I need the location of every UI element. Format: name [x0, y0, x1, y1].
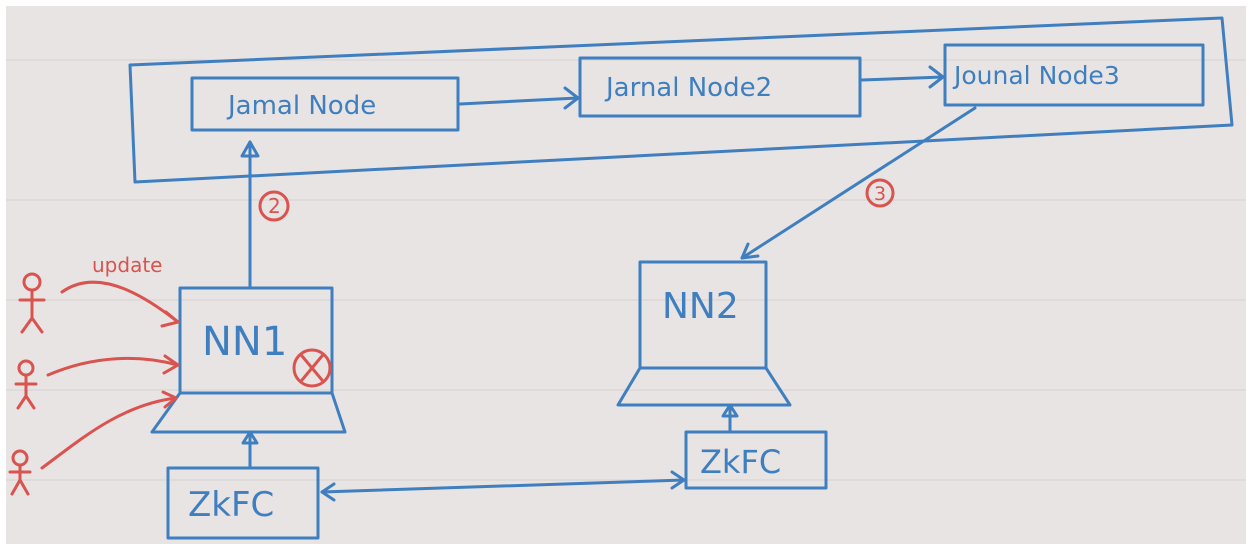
update-arrow-2 — [46, 356, 180, 377]
arrow-jn2-to-jn3-head — [928, 65, 945, 89]
journal-node-3-box — [943, 43, 1205, 107]
journal-node-1-label: Jamal Node — [226, 91, 376, 121]
nn1-failure-cross — [300, 354, 324, 382]
arrow-jn3-to-nn2-head — [740, 242, 760, 260]
arrow-zkfc1-to-nn1-head — [241, 430, 259, 445]
nn1-failure-mark — [292, 348, 332, 388]
step-3-label: 3 — [874, 183, 886, 205]
update-arrow-3 — [40, 396, 178, 470]
nn1-label: NN1 — [202, 319, 287, 365]
step-2-label: 2 — [268, 194, 281, 218]
arrow-nn1-to-jn1-head — [240, 140, 260, 158]
zkfc-1-label: ZkFC — [188, 485, 274, 525]
client-1-figure — [18, 272, 46, 334]
client-2-figure — [14, 359, 38, 410]
nn2-base — [616, 366, 792, 407]
zkfc-1-box — [166, 466, 320, 540]
update-arrow-1-head — [160, 310, 180, 328]
nn2-monitor — [638, 260, 768, 370]
journal-node-2-box — [578, 56, 862, 118]
zkfc-2-label: ZkFC — [700, 443, 781, 481]
arrow-zkfc1-zkfc2-head-right — [670, 470, 686, 490]
update-label: update — [92, 253, 162, 277]
client-3-figure — [8, 449, 32, 496]
step-2-circle — [258, 190, 290, 222]
arrow-zkfc2-to-nn2-head — [721, 403, 739, 418]
journal-node-1-box — [190, 76, 460, 132]
nn1-monitor — [178, 286, 334, 395]
journal-node-3-label: Jounal Node3 — [952, 61, 1120, 90]
journal-cluster-container — [128, 16, 1234, 184]
arrow-jn3-to-nn2 — [740, 106, 977, 260]
step-3-circle — [865, 178, 895, 208]
nn2-label: NN2 — [662, 286, 739, 327]
paper-background — [6, 6, 1246, 544]
zkfc-2-box — [684, 430, 828, 490]
update-arrow-2-head — [162, 354, 180, 375]
journal-node-2-label: Jarnal Node2 — [604, 73, 772, 103]
update-arrow-3-head — [161, 390, 178, 409]
arrow-jn1-to-jn2-head — [563, 86, 580, 110]
arrow-zkfc1-zkfc2 — [320, 478, 686, 494]
arrow-zkfc1-zkfc2-head-left — [320, 482, 336, 502]
arrow-jn1-to-jn2 — [458, 96, 580, 106]
arrow-jn2-to-jn3 — [860, 75, 945, 82]
